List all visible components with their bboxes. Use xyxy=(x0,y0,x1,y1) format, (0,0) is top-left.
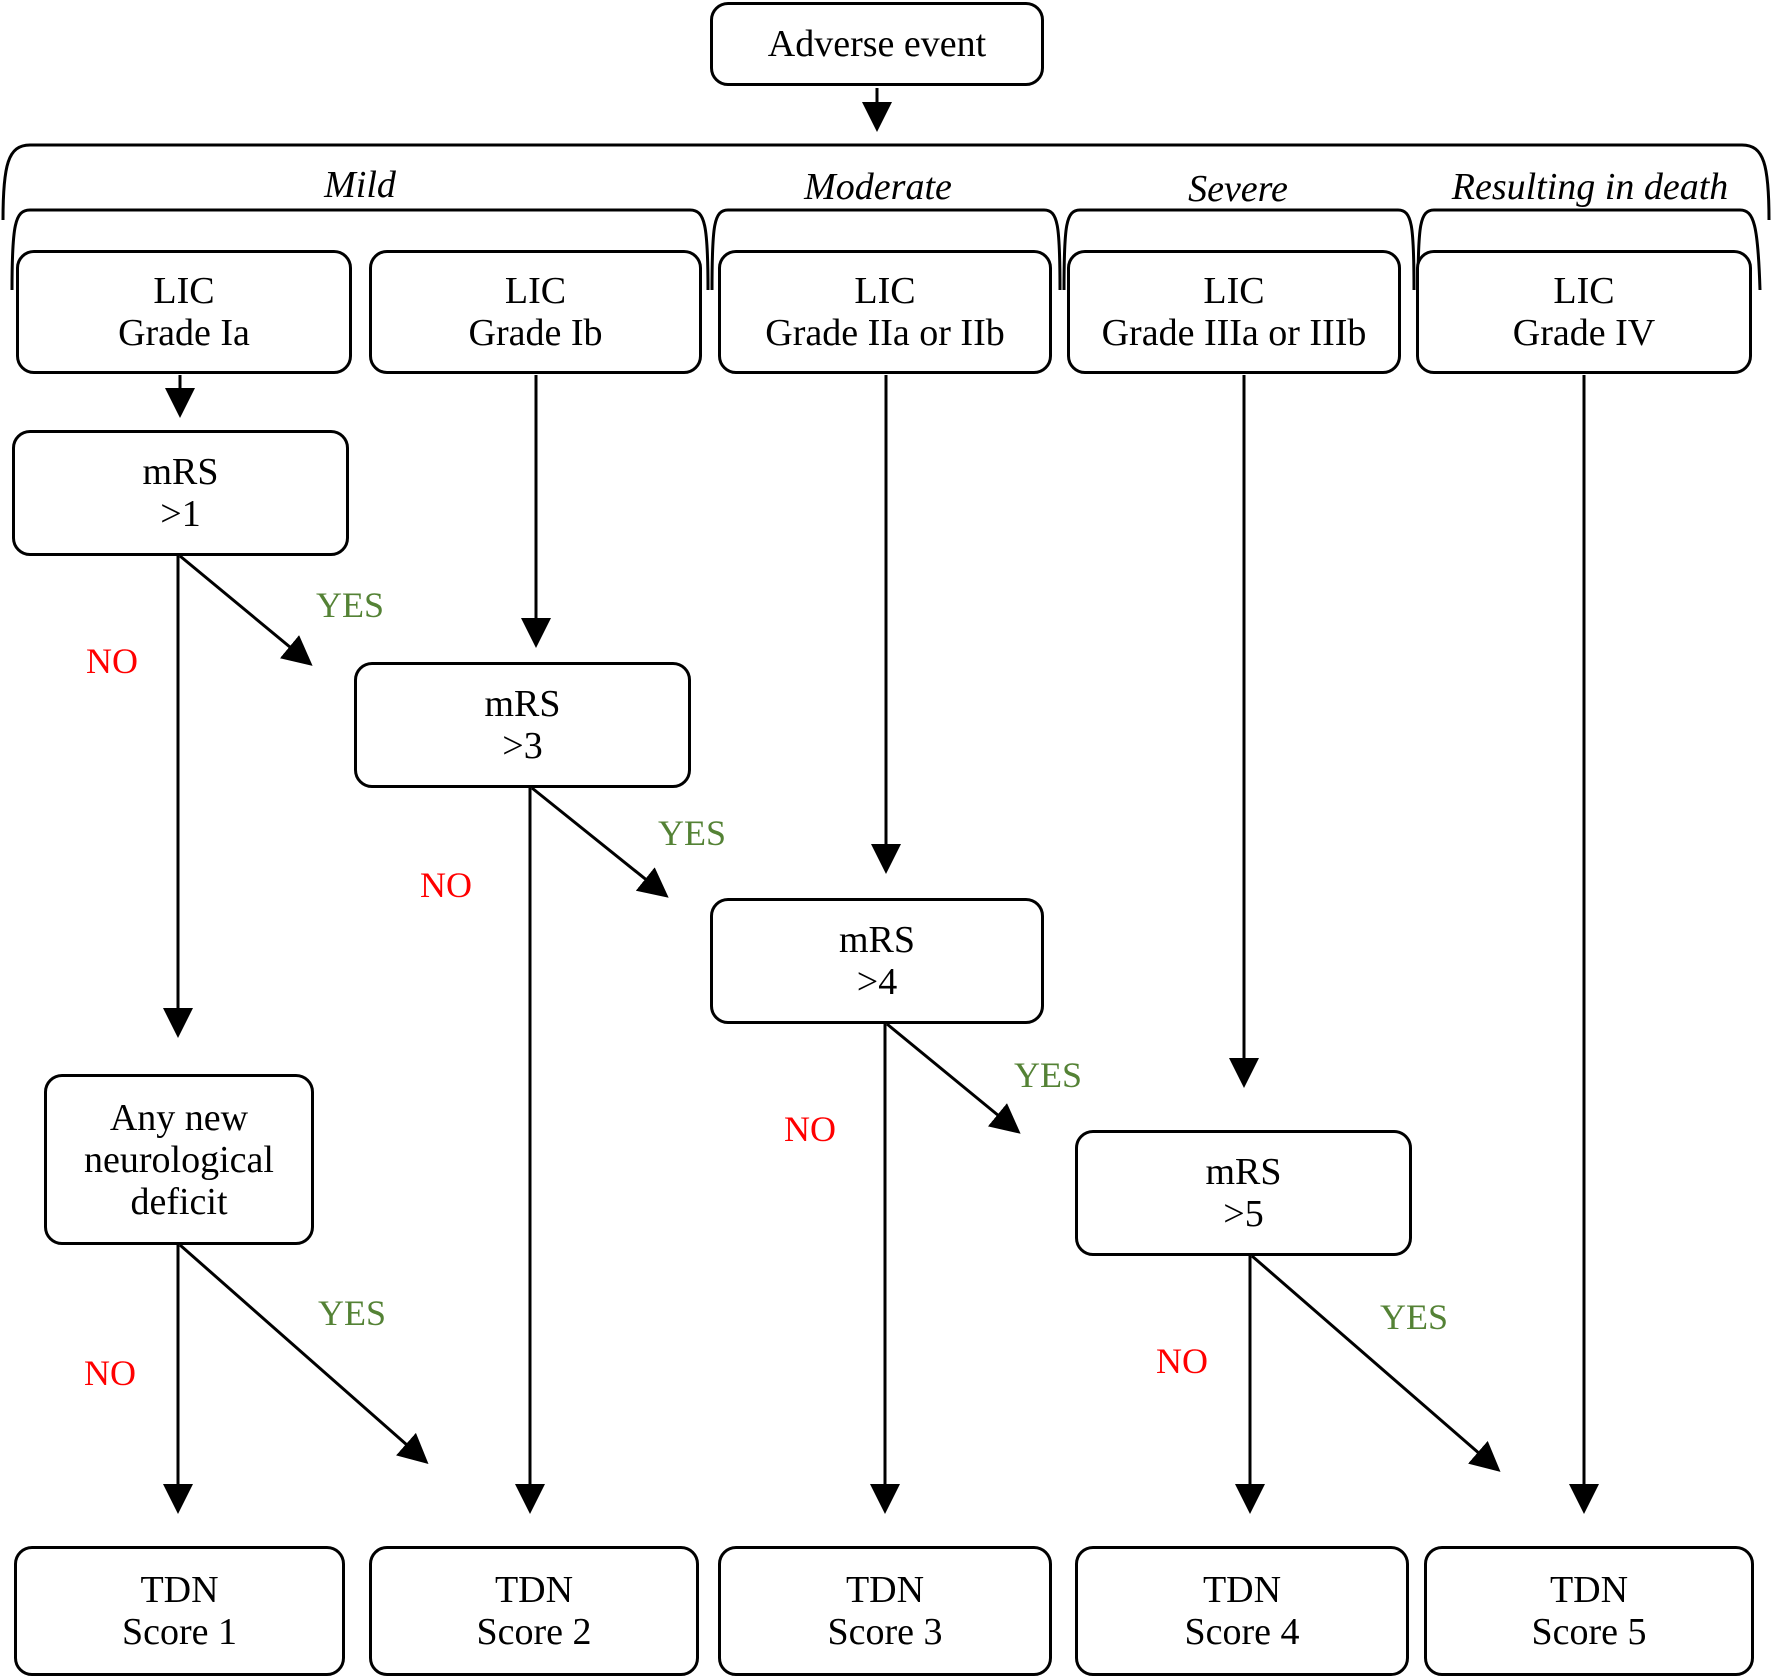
adverse-event-box: Adverse event xyxy=(710,2,1044,86)
category-moderate: Moderate xyxy=(804,166,952,208)
category-death: Resulting in death xyxy=(1451,166,1729,208)
bracket-mild xyxy=(10,208,710,291)
adverse-event-label: Adverse event xyxy=(767,23,987,65)
yes-label-mrs4: YES xyxy=(1013,1055,1083,1095)
deficit-line-3: deficit xyxy=(130,1180,228,1223)
tdn-score: Score 3 xyxy=(827,1611,943,1653)
mrs-gt1-box: mRS >1 xyxy=(12,430,349,556)
tdn-score: Score 5 xyxy=(1531,1611,1647,1653)
tdn-label: TDN xyxy=(1202,1569,1282,1611)
tdn-score: Score 2 xyxy=(476,1611,592,1653)
mrs-gt5-box: mRS >5 xyxy=(1075,1130,1412,1256)
bracket-severe xyxy=(1062,208,1416,291)
bracket-death xyxy=(1416,208,1762,291)
mrs-threshold: >1 xyxy=(160,493,201,535)
lic-label: LIC xyxy=(1553,270,1615,312)
tdn-score-5-box: TDN Score 5 xyxy=(1424,1546,1754,1676)
category-severe: Severe xyxy=(1188,168,1288,210)
yes-label-mrs1: YES xyxy=(315,585,385,625)
lic-grade-ii-box: LIC Grade IIa or IIb xyxy=(718,250,1052,374)
mrs-gt3-box: mRS >3 xyxy=(354,662,691,788)
mrs-gt4-box: mRS >4 xyxy=(710,898,1044,1024)
arrow-mrs4-yes xyxy=(886,1022,1021,1134)
yes-label-mrs5: YES xyxy=(1379,1297,1449,1337)
no-label-mrs3: NO xyxy=(420,865,472,905)
tdn-label: TDN xyxy=(1549,1569,1629,1611)
lic-grade: Grade Ib xyxy=(468,312,603,354)
lic-grade-ib-box: LIC Grade Ib xyxy=(369,250,702,374)
bracket-moderate xyxy=(710,208,1062,291)
mrs-threshold: >3 xyxy=(502,725,543,767)
lic-grade: Grade IIIa or IIIb xyxy=(1101,312,1367,354)
mrs-label: mRS xyxy=(484,683,561,725)
lic-grade-iv-box: LIC Grade IV xyxy=(1416,250,1752,374)
tdn-label: TDN xyxy=(494,1569,574,1611)
neurological-deficit-box: Any new neurological deficit xyxy=(44,1074,314,1245)
mrs-label: mRS xyxy=(1205,1151,1282,1193)
tdn-score-3-box: TDN Score 3 xyxy=(718,1546,1052,1676)
lic-grade: Grade Ia xyxy=(118,312,250,354)
tdn-score: Score 4 xyxy=(1184,1611,1300,1653)
mrs-label: mRS xyxy=(142,451,219,493)
arrow-mrs3-yes xyxy=(531,786,669,898)
tdn-score-2-box: TDN Score 2 xyxy=(369,1546,699,1676)
lic-grade-ia-box: LIC Grade Ia xyxy=(16,250,352,374)
deficit-line-2: neurological xyxy=(84,1138,274,1181)
lic-label: LIC xyxy=(854,270,916,312)
lic-label: LIC xyxy=(504,270,567,312)
no-label-mrs4: NO xyxy=(784,1109,836,1149)
mrs-label: mRS xyxy=(838,919,916,961)
no-label-mrs5: NO xyxy=(1156,1341,1208,1381)
tdn-score-1-box: TDN Score 1 xyxy=(14,1546,345,1676)
tdn-score: Score 1 xyxy=(121,1611,238,1653)
lic-grade: Grade IIa or IIb xyxy=(765,312,1005,354)
tdn-label: TDN xyxy=(845,1569,925,1611)
arrow-mrs5-yes xyxy=(1251,1254,1501,1472)
arrow-deficit-yes xyxy=(179,1243,429,1464)
mrs-threshold: >4 xyxy=(856,961,898,1003)
yes-label-deficit: YES xyxy=(317,1293,387,1333)
lic-grade-iii-box: LIC Grade IIIa or IIIb xyxy=(1067,250,1401,374)
arrow-mrs1-yes xyxy=(179,554,313,666)
deficit-line-1: Any new xyxy=(109,1096,249,1139)
bracket-all xyxy=(1,143,1771,221)
no-label-deficit: NO xyxy=(84,1353,136,1393)
tdn-score-4-box: TDN Score 4 xyxy=(1075,1546,1409,1676)
mrs-threshold: >5 xyxy=(1223,1193,1264,1235)
lic-grade: Grade IV xyxy=(1512,312,1656,354)
yes-label-mrs3: YES xyxy=(657,813,727,853)
lic-label: LIC xyxy=(1203,270,1265,312)
lic-label: LIC xyxy=(153,270,215,312)
tdn-label: TDN xyxy=(140,1569,219,1611)
no-label-mrs1: NO xyxy=(86,641,138,681)
category-mild: Mild xyxy=(324,164,396,206)
